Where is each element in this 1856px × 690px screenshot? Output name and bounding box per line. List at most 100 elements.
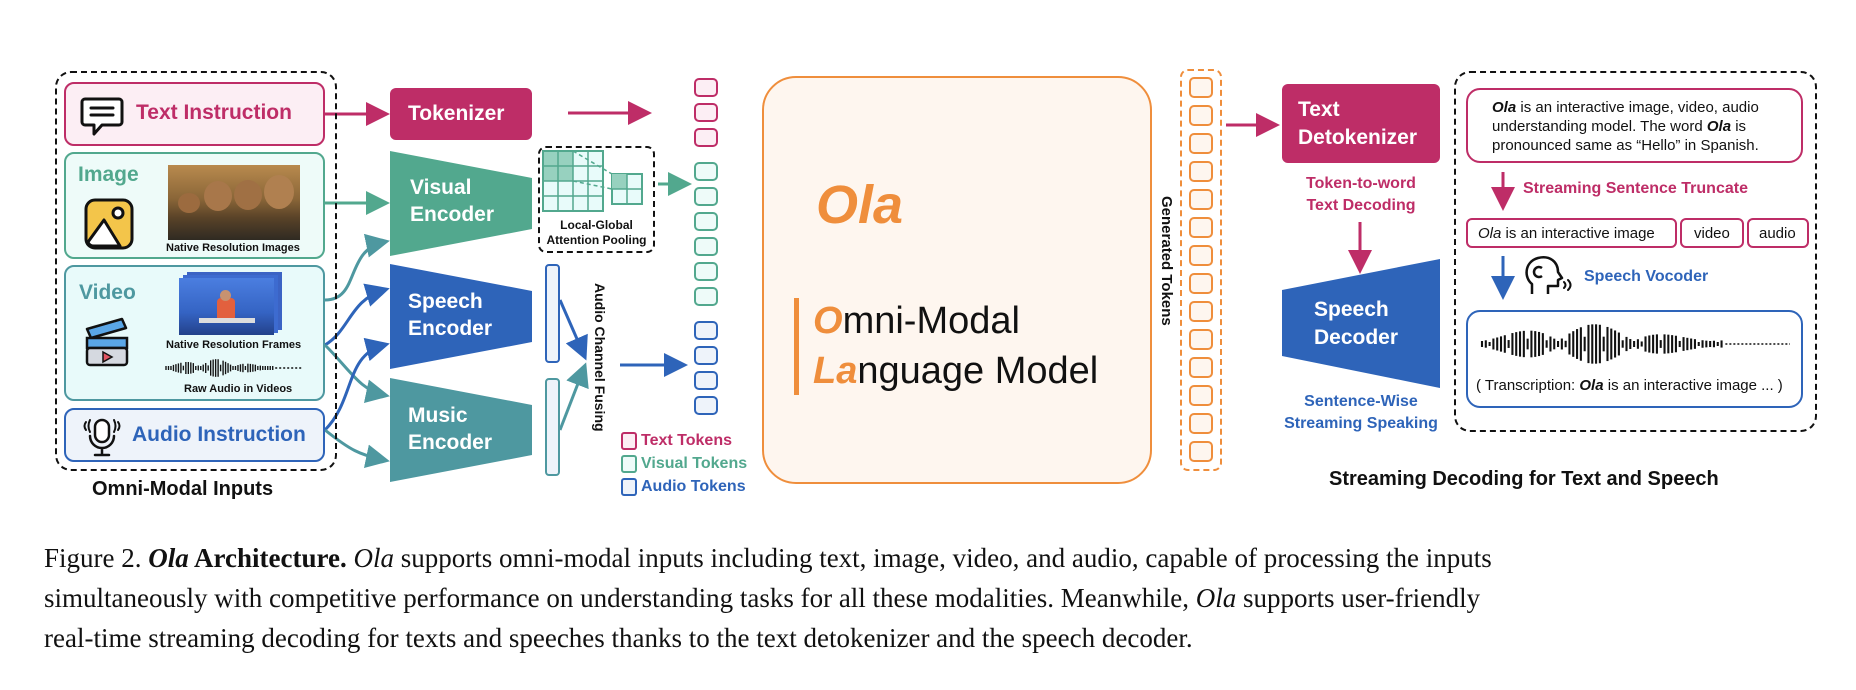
arrow-audio-to-speech — [323, 337, 390, 432]
image-label: Image — [78, 163, 139, 186]
generated-token — [1189, 385, 1213, 406]
caption-line-1: Figure 2. Ola Architecture. Ola supports… — [44, 538, 1492, 578]
inputs-panel — [55, 71, 337, 471]
image-icon — [84, 198, 134, 250]
visual-encoder-line1: Visual — [410, 176, 472, 199]
attention-pooling-label: Local-Global Attention Pooling — [538, 218, 655, 248]
legend-label: Text Tokens — [641, 432, 732, 449]
truncate-label: Streaming Sentence Truncate — [1523, 180, 1748, 197]
text-token — [694, 78, 718, 97]
text-instruction-card[interactable]: Text Instruction — [64, 82, 325, 146]
tokenizer-block[interactable]: Tokenizer — [390, 88, 532, 140]
raw-audio-caption: Raw Audio in Videos — [184, 383, 293, 395]
text-output-box: Ola is an interactive image, video, audi… — [1466, 88, 1803, 163]
audio-fusing-label: Audio Channel Fusing — [592, 283, 608, 432]
generated-token — [1189, 105, 1213, 126]
generated-tokens-box — [1180, 69, 1222, 471]
clapperboard-icon — [85, 317, 129, 367]
visual-token — [694, 262, 718, 281]
output-ola-1: Ola — [1492, 99, 1517, 116]
output-line2a: understanding model. The word — [1492, 118, 1707, 135]
microphone-icon — [83, 418, 121, 457]
input-token-column — [694, 78, 720, 418]
visual-encoder-line2: Encoder — [410, 203, 495, 226]
vocoder-label: Speech Vocoder — [1584, 268, 1709, 285]
legend-item-text: Text Tokens — [621, 432, 732, 450]
caption-line-3: real-time streaming decoding for texts a… — [44, 623, 1193, 653]
output-line1: is an interactive image, video, audio — [1516, 99, 1759, 116]
arrow-video-to-visual — [324, 233, 390, 302]
caption-fig: Figure 2. — [44, 543, 149, 573]
music-encoder-line1: Music — [408, 404, 468, 427]
chunk-2: video — [1680, 218, 1744, 248]
attention-pooling-box — [538, 146, 655, 253]
audio-instruction-card[interactable]: Audio Instruction — [64, 408, 325, 462]
video-card[interactable]: Video Native Resolution Frames Raw Audio… — [64, 265, 325, 401]
decoder-subtitle: Sentence-Wise Streaming Speaking — [1268, 391, 1454, 435]
transcription: ( Transcription: Ola is an interactive i… — [1476, 377, 1783, 394]
llm-accent-o: O — [813, 300, 843, 342]
detok-label: Text Detokenizer — [1298, 96, 1417, 152]
caption-line-2: simultaneously with competitive performa… — [44, 578, 1492, 618]
caption-ola-bold: Ola — [148, 543, 189, 573]
caption-line2a: simultaneously with competitive performa… — [44, 583, 1196, 613]
llm-line2-rest: nguage Model — [857, 350, 1099, 392]
output-ola-2: Ola — [1706, 118, 1732, 135]
legend-label: Visual Tokens — [641, 455, 748, 472]
legend-item-visual: Visual Tokens — [621, 455, 747, 473]
visual-encoder-shape — [390, 151, 532, 256]
visual-encoder-label[interactable]: Visual Encoder — [410, 174, 494, 228]
speech-decoder-label[interactable]: Speech Decoder — [1314, 296, 1398, 352]
generated-token — [1189, 161, 1213, 182]
arrow-video-to-music — [323, 343, 390, 404]
chunk-1-rest: is an interactive image — [1501, 225, 1655, 242]
detok-line2: Detokenizer — [1298, 126, 1418, 149]
speech-waveform — [1480, 324, 1790, 364]
speech-feature-bar — [545, 264, 560, 363]
arrow-speech-feat-to-fuse — [558, 299, 588, 361]
text-output: Ola is an interactive image, video, audi… — [1492, 98, 1759, 155]
music-encoder-shape — [390, 378, 532, 482]
llm-full-name: Omni-Modal Language Model — [813, 296, 1098, 396]
generated-token — [1189, 133, 1213, 154]
caption-ola-2: Ola — [1195, 583, 1237, 613]
legend-item-audio: Audio Tokens — [621, 478, 746, 496]
generated-token — [1189, 301, 1213, 322]
native-frames-caption: Native Resolution Frames — [166, 339, 302, 351]
output-line3: pronounced same as “Hello” in Spanish. — [1492, 137, 1759, 154]
music-encoder-label[interactable]: Music Encoder — [408, 402, 492, 456]
llm-block[interactable]: Ola Omni-Modal Language Model — [762, 76, 1152, 484]
speech-encoder-line2: Encoder — [408, 317, 493, 340]
chunk-1: Ola is an interactive image — [1466, 218, 1677, 248]
caption-line2b: supports user-friendly — [1236, 583, 1481, 613]
speaking-head-icon — [1525, 256, 1572, 294]
audio-token — [694, 396, 718, 415]
speech-encoder-label[interactable]: Speech Encoder — [408, 288, 492, 342]
legend-swatch — [621, 432, 637, 450]
pooling-grid-small — [572, 150, 643, 205]
detok-sub2: Text Decoding — [1306, 197, 1416, 214]
audio-token — [694, 371, 718, 390]
visual-token — [694, 187, 718, 206]
text-token — [694, 128, 718, 147]
generated-token — [1189, 357, 1213, 378]
decoder-sub1: Sentence-Wise — [1304, 393, 1418, 410]
caption-line1-rest: supports omni-modal inputs including tex… — [393, 543, 1492, 573]
decoder-line2: Decoder — [1314, 326, 1399, 349]
video-label: Video — [79, 281, 136, 304]
arrow-music-feat-to-fuse — [558, 362, 589, 431]
text-detokenizer-block[interactable]: Text Detokenizer — [1282, 84, 1440, 163]
inputs-title: Omni-Modal Inputs — [92, 478, 274, 500]
music-encoder-line2: Encoder — [408, 431, 493, 454]
arrow-video-to-speech — [324, 283, 390, 347]
audio-token — [694, 321, 718, 340]
generated-token — [1189, 441, 1213, 462]
chunk-3-text: audio — [1759, 225, 1796, 242]
pooling-line1: Local-Global — [560, 218, 633, 232]
image-card[interactable]: Image Native Resolution Images — [64, 152, 325, 259]
visual-token — [694, 237, 718, 256]
visual-token — [694, 212, 718, 231]
tokenizer-label: Tokenizer — [408, 102, 505, 125]
arrow-audio-to-music — [324, 428, 390, 469]
